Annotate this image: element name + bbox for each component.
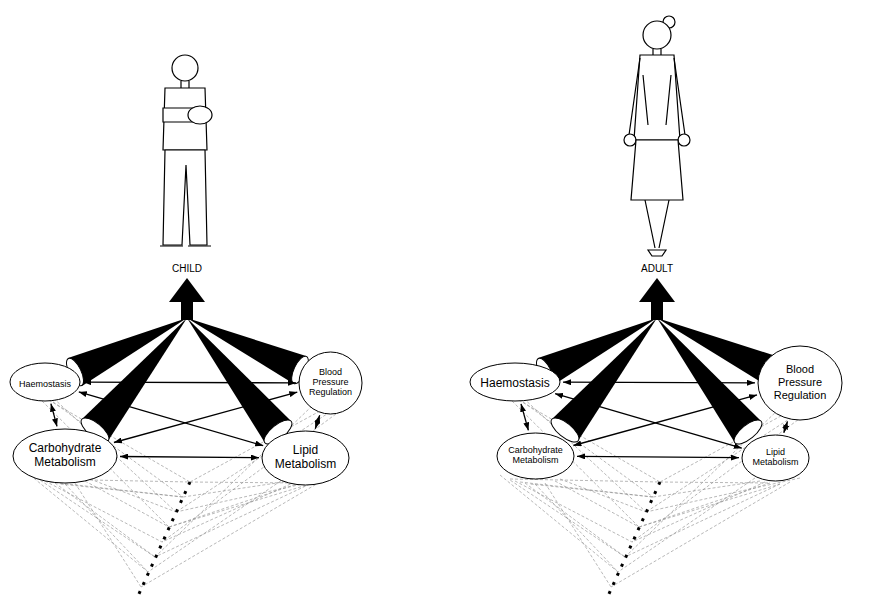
- ellipse-shape: [13, 429, 117, 483]
- ellipse-shape: [299, 352, 362, 414]
- plate: [188, 106, 212, 124]
- interaction-arrow: [521, 404, 528, 431]
- interaction-arrow: [114, 392, 297, 442]
- node-label: Carbohydrate Metabolism: [25, 442, 105, 470]
- node-label: Lipid Metabolism: [273, 444, 339, 472]
- ellipse-shape: [470, 363, 560, 401]
- neck: [181, 81, 189, 88]
- ellipse-node: Carbohydrate Metabolism: [12, 428, 118, 484]
- head: [643, 21, 671, 49]
- ellipse-shape: [758, 346, 842, 420]
- arms: [629, 58, 685, 135]
- figure-caption: ADULT: [641, 263, 673, 274]
- hand: [678, 134, 690, 146]
- node-text-group: Haemostasis: [19, 373, 71, 391]
- interaction-arrow: [315, 415, 319, 428]
- feet: [160, 245, 211, 246]
- figure-caption: CHILD: [172, 263, 202, 274]
- node-text-group: Blood Pressure Regulation: [769, 363, 831, 402]
- shoes: [648, 250, 666, 256]
- ellipse-shape: [262, 431, 349, 485]
- node-label: Haemostasis: [480, 377, 549, 391]
- node-text-group: Blood Pressure Regulation: [308, 367, 353, 400]
- ellipse-shape: [10, 363, 80, 401]
- ellipse-node: Carbohydrate Metabolism: [496, 432, 575, 480]
- child-figure: [160, 55, 212, 246]
- ellipse-node: Lipid Metabolism: [741, 434, 810, 482]
- adult-figure: [624, 16, 690, 256]
- interaction-arrow: [563, 382, 755, 384]
- interaction-arrow: [577, 456, 739, 457]
- node-label: Blood Pressure Regulation: [308, 367, 353, 398]
- interaction-arrow: [784, 421, 788, 432]
- head: [172, 55, 198, 81]
- torso: [634, 55, 680, 140]
- ellipse-shape: [497, 433, 574, 479]
- ellipse-node: Blood Pressure Regulation: [757, 345, 843, 421]
- node-text-group: Carbohydrate Metabolism: [25, 442, 105, 470]
- interaction-arrow: [79, 392, 263, 446]
- ellipse-node: Lipid Metabolism: [261, 430, 350, 486]
- node-text-group: Lipid Metabolism: [751, 447, 801, 469]
- legs: [645, 200, 669, 248]
- interaction-arrow: [51, 404, 57, 427]
- node-text-group: Haemostasis: [480, 373, 549, 391]
- node-label: Blood Pressure Regulation: [769, 363, 831, 401]
- interaction-arrow: [120, 457, 259, 458]
- ellipse-node: Haemostasis: [469, 362, 561, 402]
- interaction-arrow: [83, 381, 296, 383]
- interaction-arrow: [573, 395, 757, 446]
- skirt: [631, 140, 683, 200]
- node-label: Carbohydrate Metabolism: [507, 445, 565, 466]
- ellipse-shape: [742, 435, 809, 481]
- neck: [653, 49, 661, 55]
- ellipse-node: Haemostasis: [9, 362, 81, 402]
- node-label: Haemostasis: [19, 379, 71, 389]
- node-text-group: Lipid Metabolism: [273, 444, 339, 472]
- node-text-group: Carbohydrate Metabolism: [507, 445, 565, 467]
- hand: [624, 134, 636, 146]
- interaction-arrow: [555, 394, 742, 449]
- node-label: Lipid Metabolism: [751, 447, 801, 468]
- pants: [163, 150, 207, 245]
- ellipse-node: Blood Pressure Regulation: [298, 351, 363, 415]
